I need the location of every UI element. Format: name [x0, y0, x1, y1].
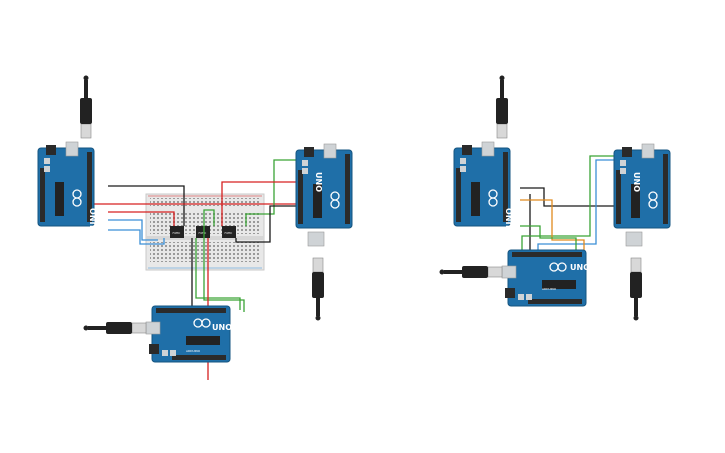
right-circuit: UNO UNO UNO ARDUINO: [439, 75, 671, 321]
board-5-label: UNO: [632, 172, 641, 192]
usb-cable-icon[interactable]: [439, 265, 503, 279]
board-3-label: UNO: [212, 323, 232, 332]
board-2-label: UNO: [314, 172, 323, 192]
left-circuit: 74HC 74HC 74HC UNO: [37, 75, 353, 380]
chip-label-1: 74HC: [172, 231, 180, 235]
chip-label-2: 74HC: [198, 231, 206, 235]
arduino-logo-icon: UNO: [89, 208, 98, 228]
usb-port: [625, 231, 643, 247]
arduino-board-4[interactable]: [453, 141, 511, 227]
usb-cable-icon[interactable]: [495, 75, 509, 139]
board-1-label: UNO: [89, 208, 98, 228]
wires-right: [520, 155, 622, 252]
usb-cable-icon[interactable]: [629, 257, 643, 321]
arduino-board-1[interactable]: [37, 141, 95, 227]
usb-cable-icon[interactable]: [79, 75, 93, 139]
usb-cable-icon[interactable]: [83, 321, 147, 335]
chip-label-3: 74HC: [224, 231, 232, 235]
board-4-label: UNO: [505, 208, 514, 228]
board-3-brand: ARDUINO: [186, 349, 201, 353]
usb-cable-icon[interactable]: [311, 257, 325, 321]
arduino-board-2[interactable]: [295, 143, 353, 229]
arduino-logo-icon: UNO: [314, 172, 323, 192]
arduino-board-6[interactable]: [501, 249, 587, 307]
arduino-board-3[interactable]: [145, 305, 231, 363]
board-6-label: UNO: [570, 263, 590, 272]
arduino-board-5[interactable]: [613, 143, 671, 229]
ic-chip-icon: 74HC 74HC 74HC: [170, 226, 236, 238]
board-6-brand: ARDUINO: [542, 287, 557, 291]
usb-port: [307, 231, 325, 247]
